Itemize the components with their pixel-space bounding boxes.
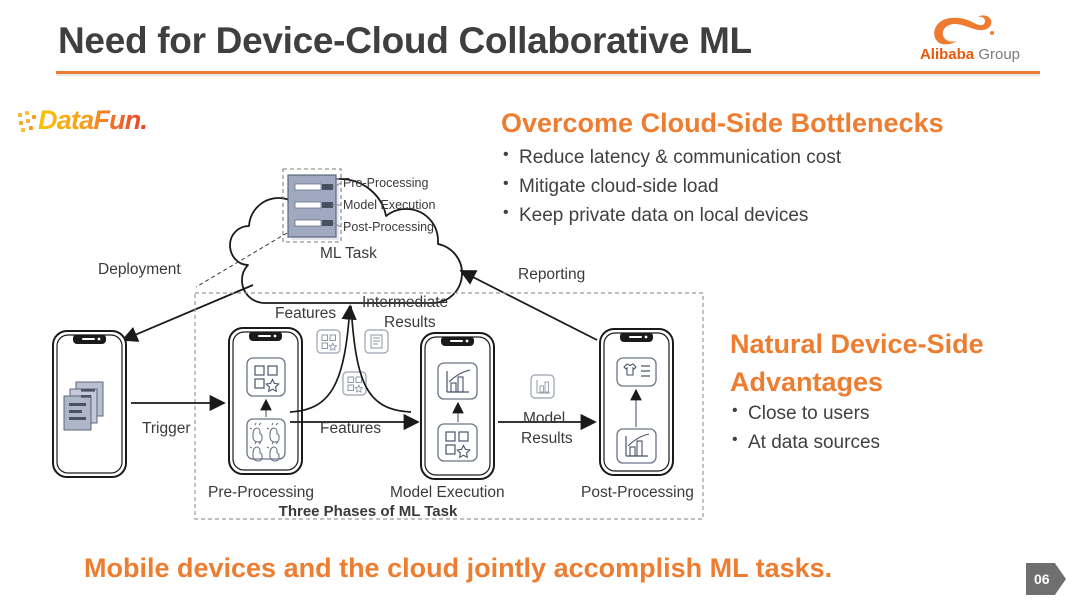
post-chart-icon bbox=[616, 428, 657, 464]
phone-label-post: Post-Processing bbox=[581, 484, 694, 501]
datafun-wordmark: DataFun. bbox=[38, 105, 148, 135]
server-row-label-pre: Pre-Processing bbox=[343, 176, 428, 190]
server-row-label-exec: Model Execution bbox=[343, 198, 435, 212]
features-grid-icon bbox=[246, 357, 286, 397]
features-curve-up-left bbox=[289, 304, 357, 413]
floating-feature-icons bbox=[316, 329, 555, 399]
architecture-diagram: Pre-Processing Model Execution Post-Proc… bbox=[52, 168, 704, 520]
alibaba-name-bold: Alibaba bbox=[919, 46, 975, 63]
user-gestures-icon bbox=[246, 418, 286, 462]
list-item: Close to users bbox=[730, 399, 880, 429]
alibaba-wordmark: Alibaba Group bbox=[905, 46, 1035, 63]
stacked-documents-icon bbox=[63, 381, 104, 431]
intermediate-label-line1: Intermediate bbox=[362, 294, 448, 311]
alibaba-mark-icon bbox=[934, 15, 994, 45]
title-underline-shadow bbox=[56, 74, 1040, 76]
features-bottom-label: Features bbox=[320, 420, 381, 437]
server-leader-lines bbox=[332, 182, 342, 228]
list-item: Mitigate cloud-side load bbox=[501, 172, 841, 202]
alibaba-logo: Alibaba Group bbox=[905, 14, 1035, 66]
recommendation-icon bbox=[616, 357, 657, 387]
phone-post-processing bbox=[599, 328, 674, 476]
cloud-server-icon bbox=[282, 168, 342, 243]
grid-star-icon-a bbox=[316, 329, 341, 354]
features-curve-up-right bbox=[350, 305, 412, 413]
phone-source-device bbox=[52, 330, 127, 478]
grid-star-icon-b bbox=[342, 371, 367, 396]
reporting-arrow bbox=[459, 270, 598, 341]
intermediate-label-line2: Results bbox=[384, 314, 436, 331]
phone-model-execution bbox=[420, 332, 495, 480]
title-underline bbox=[56, 71, 1040, 74]
heading-device-side-advantages: Natural Device-Side Advantages bbox=[730, 329, 984, 398]
page-number-badge: 06 bbox=[1026, 563, 1066, 595]
cloud-task-label: ML Task bbox=[320, 245, 377, 262]
phases-boundary-box bbox=[194, 292, 704, 520]
model-results-label-line2: Results bbox=[521, 430, 573, 447]
page-title: Need for Device-Cloud Collaborative ML bbox=[58, 20, 752, 61]
server-to-device-dashed-line bbox=[195, 232, 288, 288]
document-icon bbox=[364, 329, 389, 354]
datafun-dots-icon bbox=[18, 111, 44, 133]
model-results-label-line1: Model bbox=[523, 410, 565, 427]
deployment-arrow bbox=[121, 284, 254, 342]
reporting-label: Reporting bbox=[518, 266, 585, 283]
features-top-label: Features bbox=[275, 305, 336, 322]
phone-label-exec: Model Execution bbox=[390, 484, 505, 501]
server-row-label-post: Post-Processing bbox=[343, 220, 434, 234]
alibaba-name-light: Group bbox=[974, 46, 1021, 63]
trigger-label: Trigger bbox=[142, 420, 191, 437]
model-chart-icon bbox=[437, 362, 478, 400]
deployment-label: Deployment bbox=[98, 261, 181, 278]
bullet-list-advantages: Close to users At data sources bbox=[730, 399, 880, 458]
footer-caption: Mobile devices and the cloud jointly acc… bbox=[84, 553, 833, 583]
heading-overcome-bottlenecks: Overcome Cloud-Side Bottlenecks bbox=[501, 108, 944, 138]
phone-pre-processing bbox=[228, 327, 303, 475]
list-item: At data sources bbox=[730, 428, 880, 458]
list-item: Reduce latency & communication cost bbox=[501, 143, 841, 173]
bullet-list-bottlenecks: Reduce latency & communication cost Miti… bbox=[501, 143, 841, 231]
datafun-logo: DataFun. bbox=[18, 105, 178, 139]
list-item: Keep private data on local devices bbox=[501, 201, 841, 231]
phases-box-label: Three Phases of ML Task bbox=[279, 503, 458, 520]
phone-label-pre: Pre-Processing bbox=[208, 484, 314, 501]
exec-features-grid-icon bbox=[437, 423, 478, 462]
chart-icon-floating bbox=[530, 374, 555, 399]
